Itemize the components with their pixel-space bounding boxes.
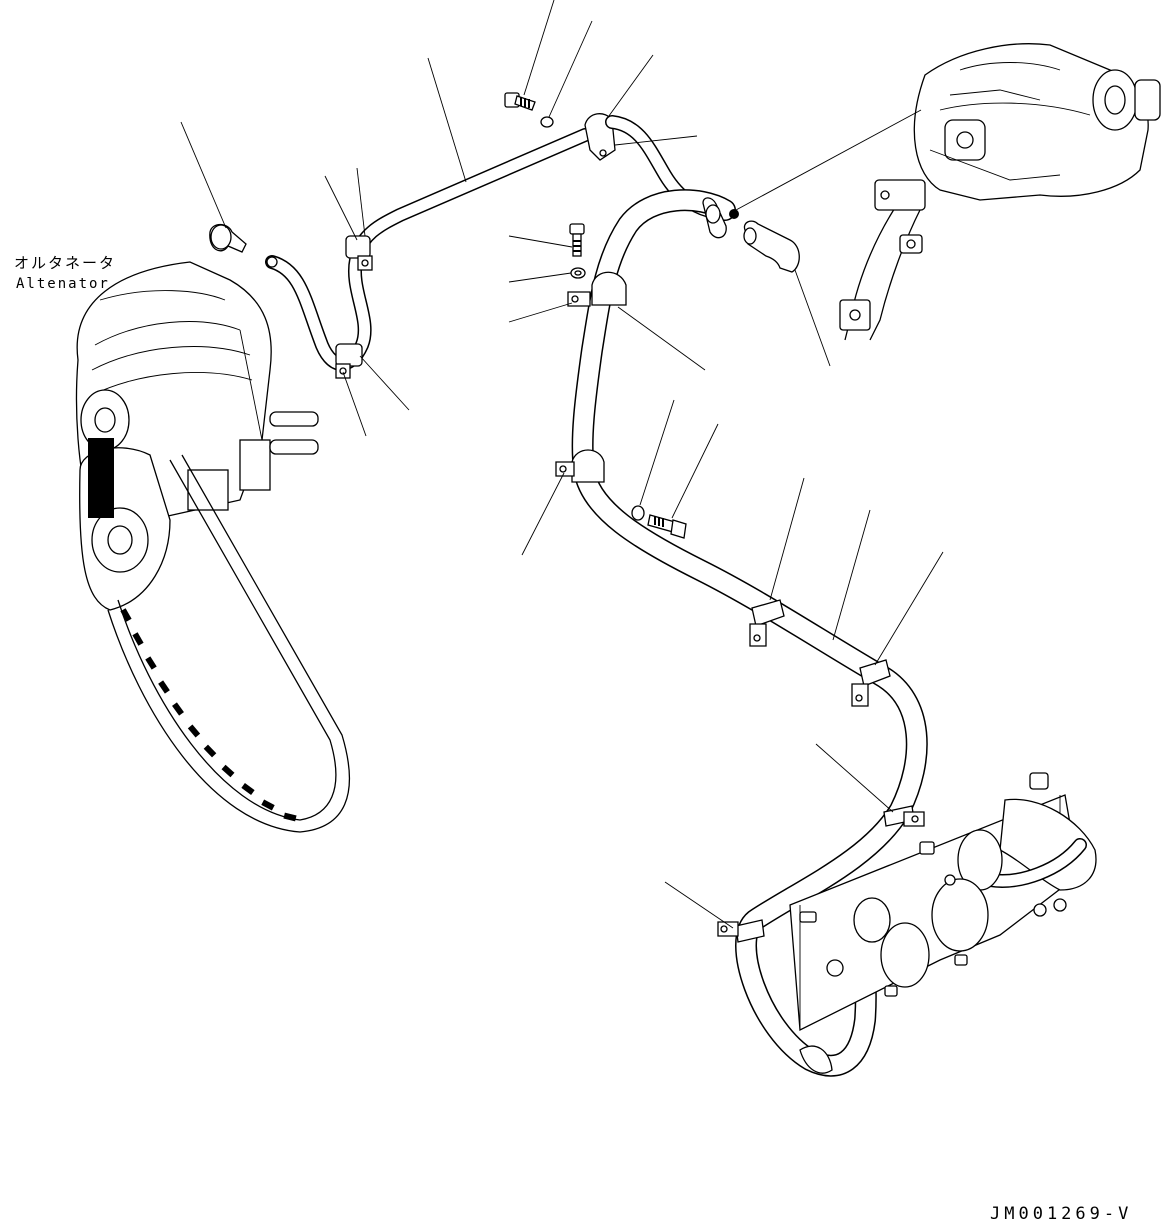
small-tube: [265, 128, 592, 379]
elbow-fitting: [743, 220, 800, 273]
starter-motor: [839, 43, 1161, 341]
middle-bolt-washer: [569, 223, 586, 279]
leader-lines: [180, 0, 944, 929]
banjo-fitting: [209, 223, 247, 253]
alternator-label-en: Altenator: [16, 276, 110, 292]
main-pipe: [555, 115, 928, 1077]
water-pump-manifold: [789, 772, 1097, 1032]
alternator-assembly: [75, 261, 350, 833]
alternator-label-jp: オルタネータ: [14, 254, 117, 272]
drawing-code: JM001269-V: [990, 1204, 1133, 1224]
lower-bolt-washer: [631, 505, 687, 539]
